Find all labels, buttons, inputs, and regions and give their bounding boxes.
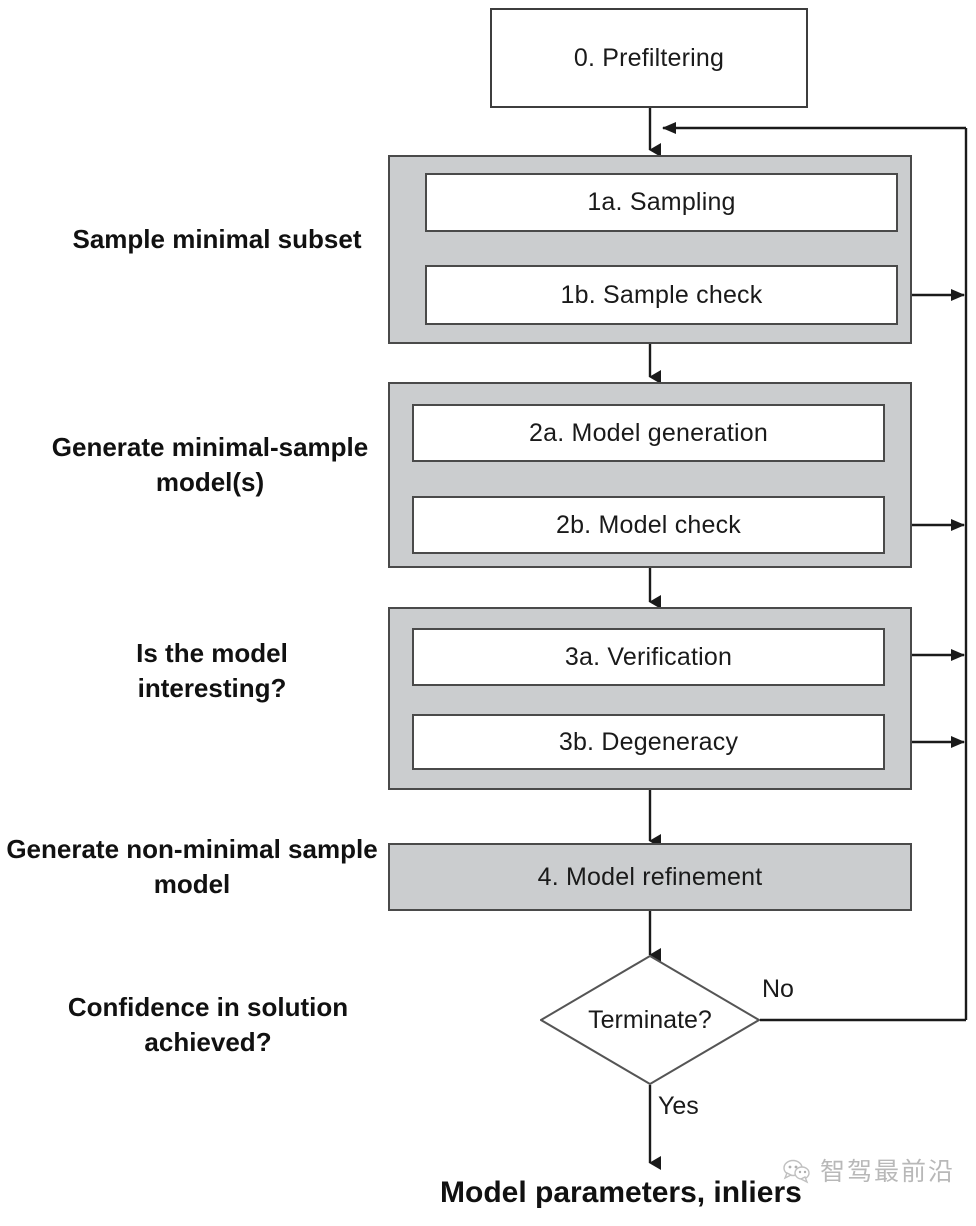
- side-label-4-text: Confidence in solution achieved?: [67, 992, 349, 1057]
- node-prefiltering[interactable]: 0. Prefiltering: [490, 8, 808, 108]
- node-sample-check[interactable]: 1b. Sample check: [425, 265, 898, 325]
- side-label-sample-minimal-subset: Sample minimal subset: [62, 222, 372, 257]
- side-label-0-text: Sample minimal subset: [72, 224, 362, 254]
- node-prefiltering-label: 0. Prefiltering: [573, 43, 725, 72]
- side-label-1-text: Generate minimal-sample model(s): [51, 432, 369, 497]
- node-model-check[interactable]: 2b. Model check: [412, 496, 885, 554]
- node-verification[interactable]: 3a. Verification: [412, 628, 885, 686]
- side-label-2-text: Is the model interesting?: [136, 638, 288, 703]
- edge-label-yes: Yes: [658, 1092, 699, 1121]
- side-label-generate-non-minimal-sample-model: Generate non-minimal sample model: [6, 832, 378, 901]
- node-model-generation-label: 2a. Model generation: [529, 418, 768, 447]
- terminal-output-label: Model parameters, inliers: [440, 1176, 802, 1209]
- side-label-confidence-in-solution: Confidence in solution achieved?: [8, 990, 408, 1059]
- node-verification-label: 3a. Verification: [564, 642, 733, 671]
- node-sampling[interactable]: 1a. Sampling: [425, 173, 898, 232]
- watermark-text: 智驾最前沿: [820, 1158, 956, 1186]
- node-model-generation[interactable]: 2a. Model generation: [412, 404, 885, 462]
- node-sample-check-label: 1b. Sample check: [560, 280, 763, 309]
- edge-label-no: No: [762, 975, 794, 1004]
- node-model-refinement-label: 4. Model refinement: [537, 862, 763, 891]
- node-model-check-label: 2b. Model check: [555, 510, 742, 539]
- node-sampling-label: 1a. Sampling: [587, 188, 736, 216]
- terminal-output-text: Model parameters, inliers: [440, 1176, 802, 1210]
- speech-bubble-icon: [783, 1159, 810, 1184]
- node-model-refinement[interactable]: 4. Model refinement: [388, 843, 912, 911]
- diamond-shape: [540, 955, 760, 1085]
- node-degeneracy-label: 3b. Degeneracy: [558, 727, 739, 756]
- node-terminate-decision[interactable]: Terminate?: [540, 955, 760, 1085]
- node-degeneracy[interactable]: 3b. Degeneracy: [412, 714, 885, 770]
- side-label-generate-minimal-sample-model: Generate minimal-sample model(s): [40, 430, 380, 499]
- edge-label-yes-text: Yes: [658, 1092, 699, 1120]
- node-terminate-label: Terminate?: [588, 1005, 712, 1034]
- side-label-is-model-interesting: Is the model interesting?: [62, 636, 362, 705]
- edge-label-no-text: No: [762, 975, 794, 1003]
- side-label-3-text: Generate non-minimal sample model: [6, 834, 378, 899]
- watermark: 智驾最前沿: [780, 1152, 955, 1188]
